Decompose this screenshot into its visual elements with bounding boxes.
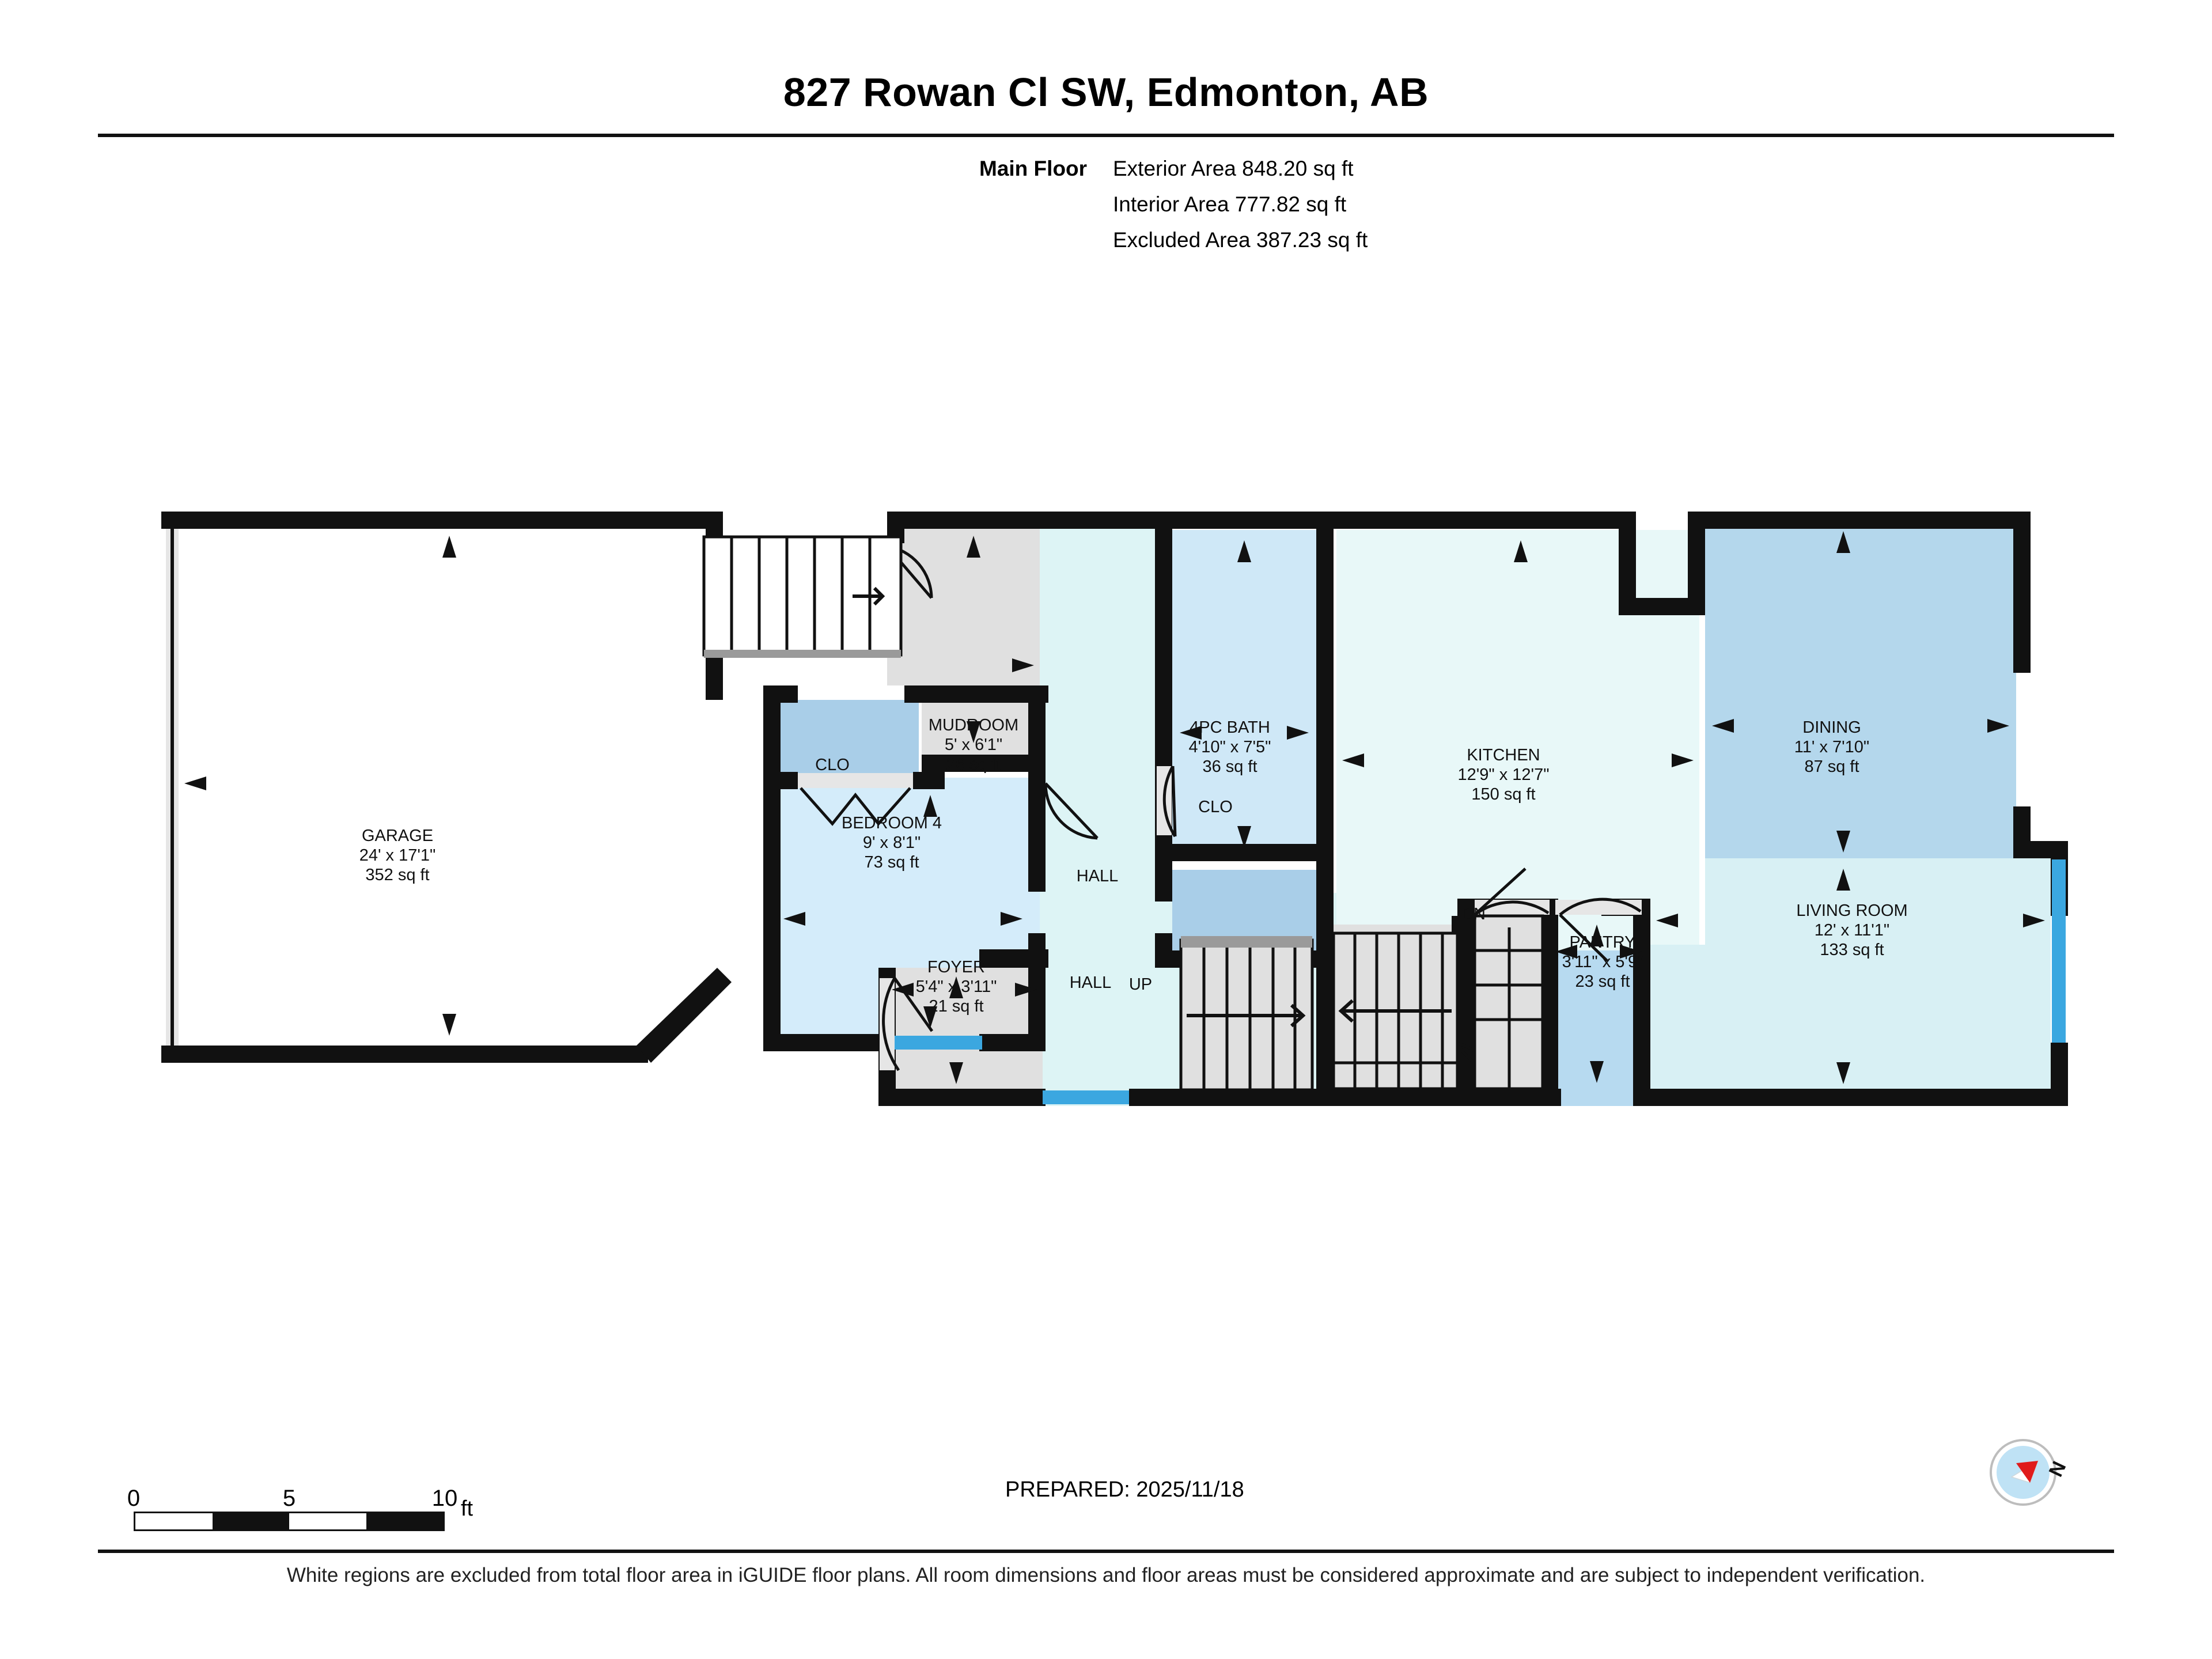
room-label-line: KITCHEN [1467, 746, 1540, 764]
compass-rose-icon: N [1990, 1439, 2070, 1506]
scale-bar-graphic [134, 1512, 445, 1531]
room-label-hall_1: HALL [1077, 867, 1119, 885]
room-label-line: 4PC BATH [1190, 718, 1270, 737]
room-label-line: CLO [815, 756, 850, 774]
room-label-line: 3'11" x 5'9" [1562, 953, 1643, 971]
scale-bar: 0 5 10 [127, 1485, 457, 1531]
room-label-line: LIVING ROOM [1796, 902, 1907, 920]
room-label-line: DINING [1802, 718, 1861, 737]
footer-divider [98, 1550, 2114, 1553]
scale-seg-2 [212, 1513, 289, 1529]
room-label-line: HALL [1070, 974, 1112, 992]
room-label-line: 21 sq ft [929, 997, 983, 1016]
room-label-line: 133 sq ft [1820, 941, 1884, 959]
page-title: 827 Rowan Cl SW, Edmonton, AB [783, 70, 1429, 115]
floor-label: Main Floor [979, 157, 1088, 180]
scale-ticks: 0 5 10 [127, 1485, 457, 1512]
excluded-area: Excluded Area 387.23 sq ft [1113, 228, 1368, 252]
room-fill-bath-4pc [1172, 530, 1316, 853]
scale-tick-5: 5 [282, 1486, 296, 1511]
interior-area: Interior Area 777.82 sq ft [1113, 192, 1347, 216]
room-label-line: CLO [1198, 798, 1233, 816]
room-label-line: 9' x 8'1" [863, 834, 921, 852]
prepared-date: PREPARED: 2025/11/18 [1005, 1478, 1244, 1502]
room-label-line: 4'10" x 7'5" [1189, 738, 1271, 756]
window-foyer-front [1043, 1090, 1129, 1104]
stair-label-group: UP DN [1129, 905, 1486, 994]
header-divider [98, 134, 2114, 137]
room-label-line: 87 sq ft [1804, 757, 1859, 776]
scale-seg-4 [366, 1513, 443, 1529]
disclaimer-text: White regions are excluded from total fl… [286, 1564, 1926, 1586]
exterior-area: Exterior Area 848.20 sq ft [1113, 157, 1354, 180]
scale-seg-1 [135, 1513, 213, 1529]
room-fill-dining [1705, 521, 2016, 858]
room-label-line: BEDROOM 4 [842, 814, 942, 832]
room-label-line: PANTRY [1570, 933, 1636, 952]
room-fill-closet-1 [775, 700, 919, 778]
room-label-line: 150 sq ft [1471, 785, 1535, 804]
room-label-mudroom: MUDROOM 5' x 6'1"26 sq ft [929, 716, 1018, 774]
room-label-line: 12'9" x 12'7" [1457, 766, 1549, 784]
room-label-hall_2: HALL [1070, 974, 1112, 992]
room-label-line: MUDROOM [929, 716, 1018, 734]
room-label-line: 23 sq ft [1575, 972, 1630, 991]
floor-summary: Main Floor Exterior Area 848.20 sq ft In… [979, 151, 1368, 258]
dimension-arrows [184, 531, 2045, 1084]
summary-spacer-2 [979, 222, 1113, 258]
stair-label-stair_dn: DN [1461, 905, 1486, 923]
scale-seg-3 [289, 1513, 366, 1529]
room-label-line: 12' x 11'1" [1815, 921, 1889, 940]
room-fill-garage [167, 521, 717, 1054]
room-label-line: 36 sq ft [1202, 757, 1257, 776]
room-label-closet_1: CLO [815, 756, 850, 774]
scale-unit-label: ft [461, 1497, 474, 1521]
room-label-line: 26 sq ft [946, 755, 1001, 774]
door-group [166, 529, 1642, 1090]
room-label-line: 11' x 7'10" [1794, 738, 1869, 756]
scale-tick-10: 10 [431, 1486, 458, 1511]
room-label-line: 73 sq ft [864, 853, 919, 872]
room-label-line: 352 sq ft [365, 866, 429, 884]
room-label-foyer: FOYER 5'4" x 3'11"21 sq ft [916, 958, 997, 1016]
room-label-kitchen: KITCHEN 12'9" x 12'7"150 sq ft [1457, 746, 1549, 804]
stair-treads [702, 535, 1544, 1092]
room-fill-living-room [1647, 858, 2051, 1106]
window-group [887, 859, 2066, 1104]
room-label-line: GARAGE [362, 827, 433, 845]
window-bedroom-4 [887, 1036, 982, 1050]
scale-tick-0: 0 [127, 1486, 141, 1511]
window-living-room-east [2052, 859, 2066, 1043]
room-label-line: FOYER [927, 958, 985, 976]
room-label-line: 5'4" x 3'11" [916, 978, 997, 996]
room-label-closet_2: CLO [1198, 798, 1233, 816]
stair-label-stair_up: UP [1129, 975, 1152, 994]
room-label-line: 24' x 17'1" [359, 846, 436, 865]
room-label-line: HALL [1077, 867, 1119, 885]
room-label-bedroom_4: BEDROOM 4 9' x 8'1"73 sq ft [842, 814, 942, 872]
room-label-line: 5' x 6'1" [945, 736, 1002, 754]
summary-spacer [979, 187, 1113, 222]
